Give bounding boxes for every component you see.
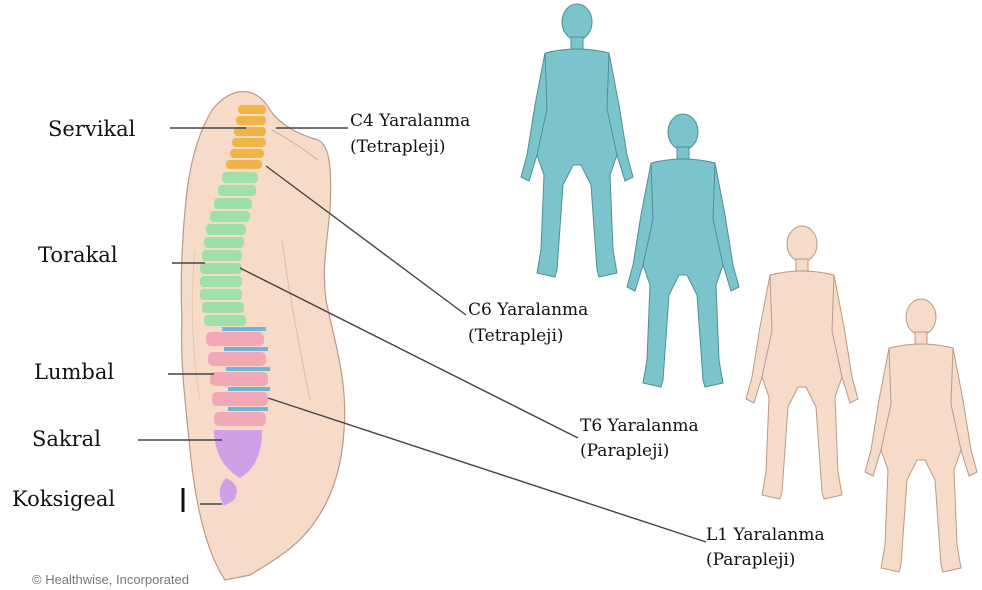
disc <box>228 407 268 411</box>
lumbar-vertebra <box>214 412 266 426</box>
lumbar-vertebra <box>208 352 266 366</box>
thoracic-vertebra <box>202 250 242 261</box>
figure-l1 <box>851 299 982 590</box>
thoracic-vertebra <box>204 237 244 248</box>
disc <box>226 367 270 371</box>
thoracic-vertebra <box>204 315 246 326</box>
label-lumbal: Lumbal <box>34 360 114 384</box>
label-torakal: Torakal <box>38 243 118 267</box>
label-l1-type: (Parapleji) <box>706 550 795 570</box>
copyright-text: © Healthwise, Incorporated <box>32 572 189 587</box>
figure-t6 <box>732 226 872 513</box>
cervical-vertebra <box>230 149 264 158</box>
disc <box>224 347 268 351</box>
label-c4-type: (Tetrapleji) <box>350 137 446 157</box>
thoracic-vertebra <box>218 185 256 196</box>
label-c6-type: (Tetrapleji) <box>468 326 564 346</box>
label-c4-level: C4 Yaralanma <box>350 111 470 131</box>
label-c6-level: C6 Yaralanma <box>468 300 588 320</box>
thoracic-vertebra <box>202 302 244 313</box>
label-servikal: Servikal <box>48 117 136 141</box>
figure-c4 <box>507 0 647 277</box>
label-l1-level: L1 Yaralanma <box>706 525 825 545</box>
thoracic-vertebra <box>200 289 242 300</box>
thoracic-vertebra <box>206 224 246 235</box>
cervical-vertebra <box>238 105 266 114</box>
thoracic-vertebra <box>200 263 242 274</box>
disc <box>222 327 266 331</box>
thoracic-vertebra <box>214 198 252 209</box>
cervical-vertebra <box>236 116 266 125</box>
lumbar-vertebra <box>206 332 264 346</box>
figure-c6 <box>613 110 753 387</box>
label-t6-level: T6 Yaralanma <box>580 416 699 436</box>
thoracic-vertebra <box>222 172 258 183</box>
label-koksigeal: Koksigeal <box>12 487 115 511</box>
disc <box>228 387 270 391</box>
thoracic-vertebra <box>200 276 242 287</box>
thoracic-vertebra <box>210 211 250 222</box>
cervical-vertebra <box>226 160 262 169</box>
cervical-vertebra <box>232 138 266 147</box>
label-sakral: Sakral <box>32 427 101 451</box>
label-t6-type: (Parapleji) <box>580 441 669 461</box>
lumbar-vertebra <box>210 372 268 386</box>
lumbar-vertebra <box>212 392 268 406</box>
